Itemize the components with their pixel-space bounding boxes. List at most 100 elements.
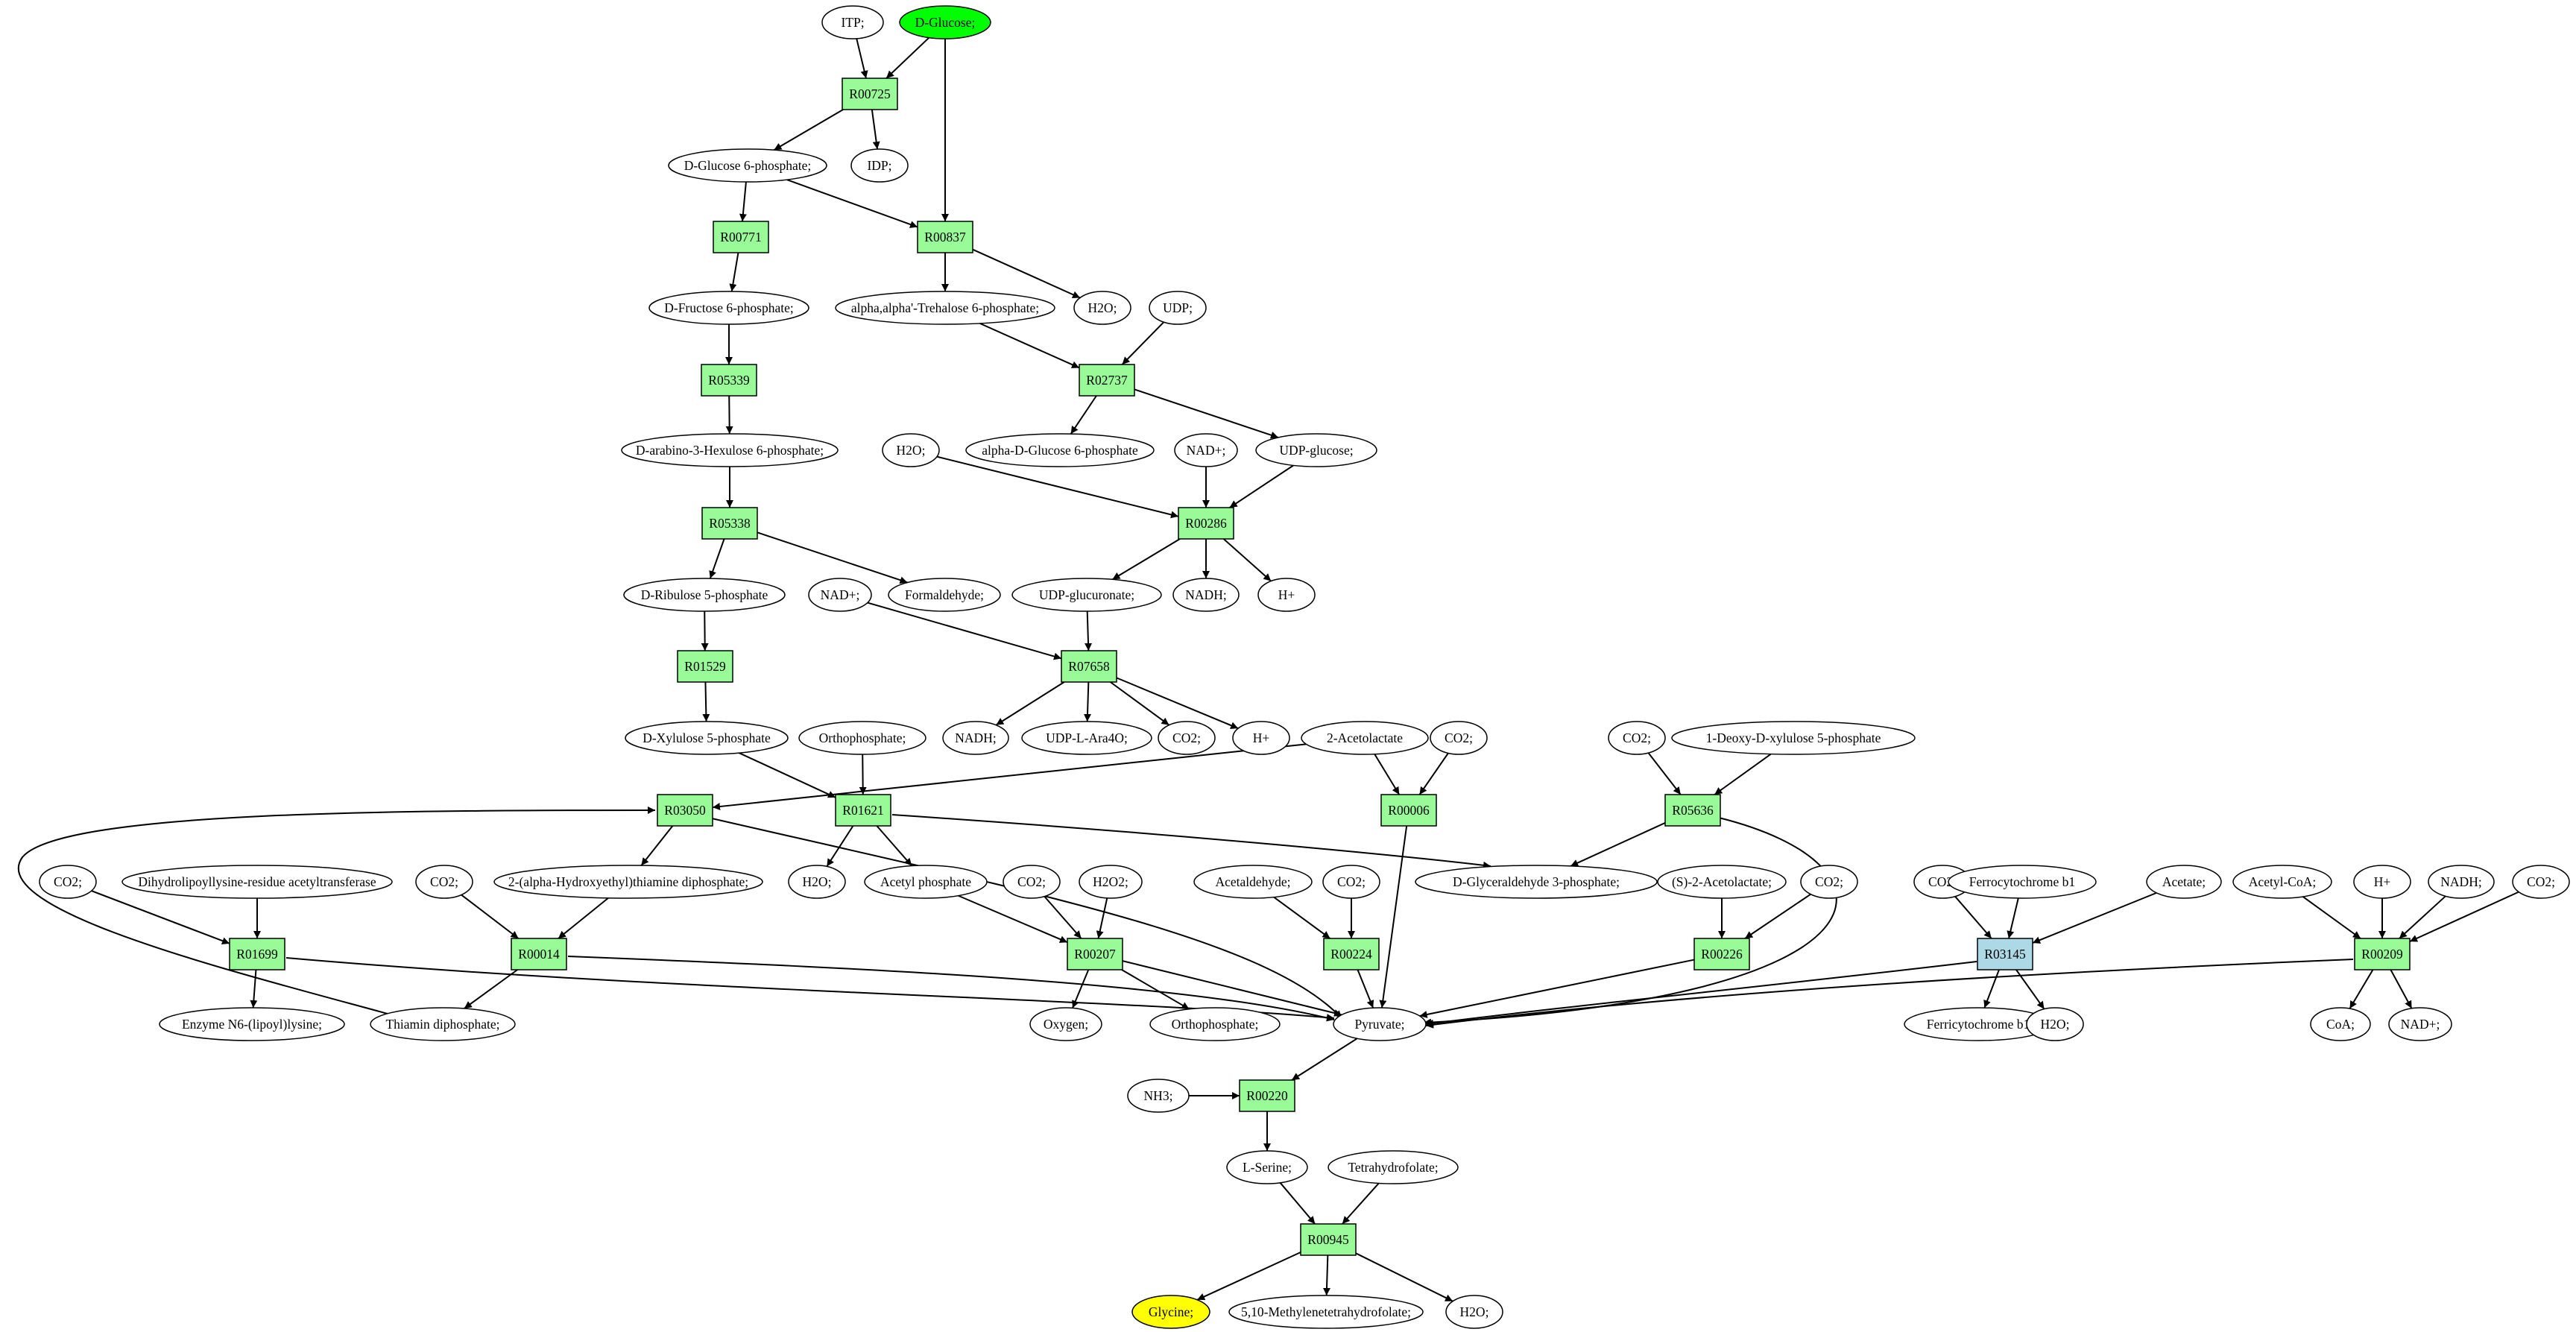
compound-node-h2o_c[interactable]: H2O; <box>788 865 846 899</box>
compound-node-coa[interactable]: CoA; <box>2310 1007 2371 1041</box>
reaction-node-r00224[interactable]: R00224 <box>1323 938 1380 970</box>
compound-node-udpglc[interactable]: UDP-glucose; <box>1255 433 1377 467</box>
compound-node-glucose[interactable]: D-Glucose; <box>899 5 991 40</box>
compound-node-dihydrolipoyl[interactable]: Dihydrolipoyllysine-residue acetyltransf… <box>121 865 393 899</box>
reaction-node-r00207[interactable]: R00207 <box>1067 938 1123 970</box>
compound-node-co2_h[interactable]: CO2; <box>1800 865 1858 899</box>
compound-node-nadh_a[interactable]: NADH; <box>1172 578 1240 612</box>
reaction-node-r00226[interactable]: R00226 <box>1693 938 1750 970</box>
compound-node-lipoyllysine[interactable]: Enzyme N6-(lipoyl)lysine; <box>159 1007 345 1041</box>
compound-node-co2_b[interactable]: CO2; <box>1430 721 1488 755</box>
edge-c_nadh_c-to-r_R00209 <box>2399 895 2446 939</box>
compound-node-h2o2[interactable]: H2O2; <box>1079 865 1143 899</box>
compound-node-nh3[interactable]: NH3; <box>1127 1079 1190 1113</box>
compound-node-ferrocyt[interactable]: Ferrocytochrome b1 <box>1948 865 2097 899</box>
compound-node-ribulose[interactable]: D-Ribulose 5-phosphate <box>623 578 786 612</box>
reaction-node-r00209[interactable]: R00209 <box>2354 938 2411 970</box>
compound-node-udp[interactable]: UDP; <box>1149 291 1207 325</box>
compound-node-xylulose[interactable]: D-Xylulose 5-phosphate <box>625 721 789 755</box>
reaction-node-r05339[interactable]: R05339 <box>701 364 757 397</box>
compound-node-h2o_e[interactable]: H2O; <box>1445 1295 1503 1329</box>
compound-label: NH3; <box>1144 1088 1173 1103</box>
compound-ellipse <box>1322 865 1380 899</box>
compound-ellipse <box>2232 865 2332 899</box>
compound-node-nad_a[interactable]: NAD+; <box>1174 433 1238 467</box>
reaction-node-r00014[interactable]: R00014 <box>511 938 567 970</box>
edge-r_R00286-to-c_udpglca <box>1111 538 1181 581</box>
compound-node-acetylp[interactable]: Acetyl phosphate <box>864 865 988 899</box>
reaction-node-r03145[interactable]: R03145 <box>1977 938 2033 970</box>
reaction-node-r00220[interactable]: R00220 <box>1239 1079 1295 1112</box>
compound-node-orthophos_b[interactable]: Orthophosphate; <box>1149 1007 1281 1041</box>
compound-ellipse <box>370 1007 516 1041</box>
compound-node-f6p[interactable]: D-Fructose 6-phosphate; <box>648 291 809 325</box>
compound-node-co2_j[interactable]: CO2; <box>2512 865 2570 899</box>
compound-node-co2_a[interactable]: CO2; <box>1158 721 1216 755</box>
reaction-node-r00286[interactable]: R00286 <box>1178 507 1234 540</box>
compound-node-nadh_b[interactable]: NADH; <box>942 721 1009 755</box>
compound-node-hexulose[interactable]: D-arabino-3-Hexulose 6-phosphate; <box>621 433 839 467</box>
compound-node-co2_c[interactable]: CO2; <box>1608 721 1666 755</box>
compound-node-nad_b[interactable]: NAD+; <box>808 578 872 612</box>
compound-node-acetate[interactable]: Acetate; <box>2146 865 2222 899</box>
compound-label: Orthophosphate; <box>819 730 906 745</box>
compound-node-h_c[interactable]: H+ <box>2353 865 2411 899</box>
compound-label: Oxygen; <box>1044 1017 1088 1032</box>
reaction-node-r05636[interactable]: R05636 <box>1664 794 1721 827</box>
compound-node-orthophos_a[interactable]: Orthophosphate; <box>798 721 926 755</box>
compound-node-oxygen[interactable]: Oxygen; <box>1029 1007 1102 1041</box>
compound-node-h_a[interactable]: H+ <box>1257 578 1316 612</box>
compound-node-h2o_a[interactable]: H2O; <box>1073 291 1131 325</box>
compound-node-idp[interactable]: IDP; <box>850 148 909 183</box>
reaction-node-r01699[interactable]: R01699 <box>229 938 285 970</box>
compound-node-nadh_c[interactable]: NADH; <box>2428 865 2495 899</box>
compound-node-co2_g[interactable]: CO2; <box>1322 865 1380 899</box>
compound-node-deoxyxylulose[interactable]: 1-Deoxy-D-xylulose 5-phosphate <box>1671 721 1916 755</box>
compound-node-co2_f[interactable]: CO2; <box>1003 865 1061 899</box>
compound-node-ferricyt[interactable]: Ferricytochrome b1 <box>1904 1007 2053 1041</box>
compound-node-trehalose6p[interactable]: alpha,alpha'-Trehalose 6-phosphate; <box>835 291 1055 325</box>
reaction-node-r07658[interactable]: R07658 <box>1061 650 1117 683</box>
reaction-node-r05338[interactable]: R05338 <box>701 507 758 540</box>
reaction-node-r03050[interactable]: R03050 <box>657 794 713 827</box>
compound-node-acetolactate[interactable]: 2-Acetolactate <box>1301 721 1429 755</box>
compound-node-h_b[interactable]: H+ <box>1232 721 1290 755</box>
compound-node-adg6p[interactable]: alpha-D-Glucose 6-phosphate <box>965 433 1155 467</box>
compound-ellipse <box>864 865 988 899</box>
edges-layer <box>17 37 2519 1302</box>
compound-node-acetaldehyde[interactable]: Acetaldehyde; <box>1193 865 1313 899</box>
compound-node-formaldehyde[interactable]: Formaldehyde; <box>888 578 1001 612</box>
compound-ellipse <box>623 578 786 612</box>
reaction-node-r01621[interactable]: R01621 <box>835 794 891 827</box>
reaction-node-r00837[interactable]: R00837 <box>917 221 973 253</box>
compound-label: D-Glyceraldehyde 3-phosphate; <box>1453 874 1620 889</box>
compound-node-serine[interactable]: L-Serine; <box>1226 1150 1308 1184</box>
compound-node-acetylcoa[interactable]: Acetyl-CoA; <box>2232 865 2332 899</box>
compound-node-nad_c[interactable]: NAD+; <box>2388 1007 2452 1041</box>
compound-node-methylene_thf[interactable]: 5,10-Methylenetetrahydrofolate; <box>1228 1295 1424 1329</box>
reaction-node-r02737[interactable]: R02737 <box>1079 364 1135 397</box>
compound-label: H2O; <box>803 874 832 889</box>
compound-node-co2_e[interactable]: CO2; <box>415 865 473 899</box>
compound-node-gap[interactable]: D-Glyceraldehyde 3-phosphate; <box>1415 865 1658 899</box>
reaction-node-r00771[interactable]: R00771 <box>713 221 769 253</box>
compound-node-g6p[interactable]: D-Glucose 6-phosphate; <box>668 148 827 183</box>
compound-node-h2o_d[interactable]: H2O; <box>2026 1007 2084 1041</box>
reaction-node-r00725[interactable]: R00725 <box>842 78 898 110</box>
compound-node-glycine[interactable]: Glycine; <box>1131 1295 1210 1329</box>
compound-node-udpara[interactable]: UDP-L-Ara4O; <box>1021 721 1152 755</box>
compound-node-co2_d[interactable]: CO2; <box>39 865 97 899</box>
edge-r_R05636-to-c_gap <box>1570 822 1666 867</box>
compound-node-udpglca[interactable]: UDP-glucuronate; <box>1011 578 1162 612</box>
compound-node-hethdp[interactable]: 2-(alpha-Hydroxyethyl)thiamine diphospha… <box>493 865 763 899</box>
compound-node-thiamin[interactable]: Thiamin diphosphate; <box>370 1007 516 1041</box>
reaction-node-r00006[interactable]: R00006 <box>1380 794 1437 827</box>
compound-node-s_acetolactate[interactable]: (S)-2-Acetolactate; <box>1657 865 1787 899</box>
compound-node-itp[interactable]: ITP; <box>821 5 884 40</box>
reaction-node-r01529[interactable]: R01529 <box>677 650 733 683</box>
reaction-node-r00945[interactable]: R00945 <box>1300 1223 1357 1256</box>
edge-r_R00207-to-c_oxygen <box>1072 969 1090 1009</box>
compound-node-thf[interactable]: Tetrahydrofolate; <box>1328 1150 1459 1184</box>
compound-node-pyruvate[interactable]: Pyruvate; <box>1333 1007 1427 1041</box>
compound-node-h2o_b[interactable]: H2O; <box>882 433 940 467</box>
